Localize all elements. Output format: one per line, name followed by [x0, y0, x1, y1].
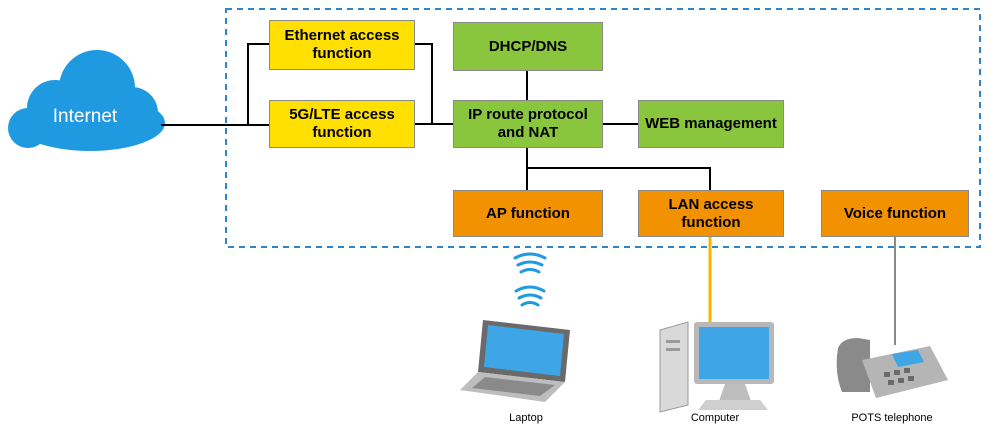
telephone-icon: [836, 338, 948, 398]
pots-telephone-label: POTS telephone: [851, 412, 933, 424]
dhcp-dns-box: DHCP/DNS: [453, 22, 603, 71]
lte-access-box: 5G/LTE access function: [269, 100, 415, 148]
ethernet-access-box: Ethernet access function: [269, 20, 415, 70]
lan-access-box: LAN access function: [638, 190, 784, 237]
internet-cloud-icon: [8, 50, 165, 151]
computer-label: Computer: [690, 412, 740, 424]
device-boundary: [225, 8, 981, 248]
laptop-icon: [460, 320, 570, 402]
internet-label: Internet: [52, 106, 118, 127]
wifi-icon: [513, 252, 547, 307]
ap-function-box: AP function: [453, 190, 603, 237]
computer-icon: [659, 321, 774, 413]
voice-function-box: Voice function: [821, 190, 969, 237]
laptop-label: Laptop: [509, 412, 543, 424]
ip-route-nat-box: IP route protocol and NAT: [453, 100, 603, 148]
connection-lines: [161, 43, 711, 190]
web-management-box: WEB management: [638, 100, 784, 148]
